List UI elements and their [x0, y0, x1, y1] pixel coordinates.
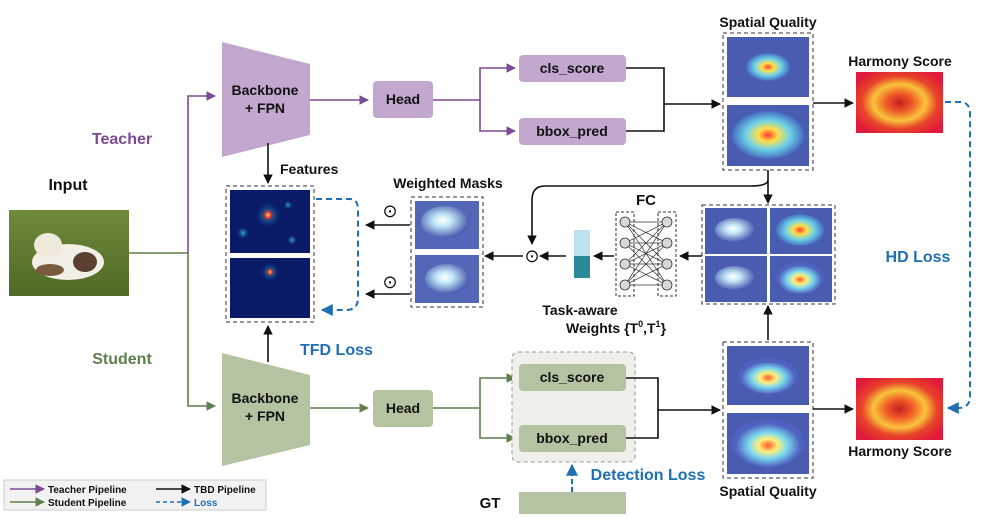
weighted-mask-bottom: [415, 255, 479, 303]
teacher-cls-score: [519, 55, 626, 82]
quality-grid-group: [701, 204, 836, 305]
teacher-bbox-pred: [519, 118, 626, 145]
spatial-quality-top-maps: [727, 37, 809, 166]
hd-loss-label: HD Loss: [886, 249, 951, 266]
harmony-score-top-label: Harmony Score: [848, 53, 952, 69]
tbd-connectors: [263, 67, 854, 439]
teacher-cls-score-label: cls_score: [540, 60, 605, 76]
harmony-score-bottom-map: [856, 378, 943, 440]
student-bbox-pred-label: bbox_pred: [536, 430, 608, 446]
spatial-quality-top-label: Spatial Quality: [719, 14, 816, 30]
quality-grid-maps: [705, 208, 832, 302]
student-head-label: Head: [386, 400, 420, 416]
t-separator: ,T: [643, 320, 656, 336]
task-aware-weights-text: Weights {T: [566, 320, 639, 336]
teacher-backbone-label-1: Backbone: [232, 82, 299, 98]
teacher-label: Teacher: [92, 131, 152, 148]
student-head: [373, 390, 433, 427]
pipeline-connectors: [129, 63, 516, 443]
gt-label: GT: [480, 495, 501, 512]
tfd-loss-label: TFD Loss: [300, 342, 373, 359]
t-close: }: [661, 320, 667, 336]
student-feature-map: [230, 258, 310, 318]
odot-merge: ⊙: [524, 246, 539, 266]
hd-loss-arrow: [945, 101, 971, 414]
student-backbone-label-1: Backbone: [232, 390, 299, 406]
spatial-quality-bottom-group: [722, 341, 814, 479]
student-cls-score: [519, 364, 626, 391]
legend-tbd: TBD Pipeline: [194, 485, 256, 496]
t0-superscript: 0: [638, 319, 643, 329]
weighted-mask-top: [415, 201, 479, 249]
features-label: Features: [280, 161, 339, 177]
t1-superscript: 1: [656, 319, 661, 329]
harmony-score-bottom-label: Harmony Score: [848, 443, 952, 459]
weighted-masks-group: [410, 196, 484, 308]
features-group: [225, 185, 315, 323]
student-backbone-label-2: + FPN: [245, 408, 285, 424]
teacher-head: [373, 81, 433, 118]
input-label: Input: [48, 177, 88, 194]
fc-label: FC: [636, 192, 656, 209]
odot-top: ⊙: [382, 201, 397, 221]
student-backbone: [222, 353, 310, 466]
student-label: Student: [92, 351, 152, 368]
legend-teacher: Teacher Pipeline: [48, 485, 127, 496]
teacher-backbone: [222, 42, 310, 157]
legend-student: Student Pipeline: [48, 498, 127, 509]
detection-loss-label: Detection Loss: [591, 467, 706, 484]
student-cls-score-label: cls_score: [540, 369, 605, 385]
legend-loss: Loss: [194, 498, 218, 509]
tfd-loss-arrow: [316, 198, 359, 316]
harmony-score-top-map: [856, 72, 943, 133]
teacher-bbox-pred-label: bbox_pred: [536, 123, 608, 139]
fc-network: [615, 211, 677, 297]
spatial-quality-bottom-label: Spatial Quality: [719, 483, 816, 499]
teacher-backbone-label-2: + FPN: [245, 100, 285, 116]
teacher-feature-map: [230, 190, 310, 253]
weighted-masks-label: Weighted Masks: [393, 175, 503, 191]
task-aware-label-2: Weights {T0,T1}: [566, 319, 667, 336]
student-bbox-pred: [519, 425, 626, 452]
spatial-quality-bottom-maps: [727, 346, 809, 474]
input-image: [9, 210, 129, 296]
gt-box: [519, 492, 626, 514]
task-aware-label-1: Task-aware: [542, 302, 617, 318]
task-aware-weights-bar: [574, 230, 590, 278]
odot-bottom: ⊙: [382, 272, 397, 292]
teacher-head-label: Head: [386, 91, 420, 107]
spatial-quality-top-group: [722, 32, 814, 171]
legend: Teacher Pipeline Student Pipeline TBD Pi…: [3, 479, 267, 511]
